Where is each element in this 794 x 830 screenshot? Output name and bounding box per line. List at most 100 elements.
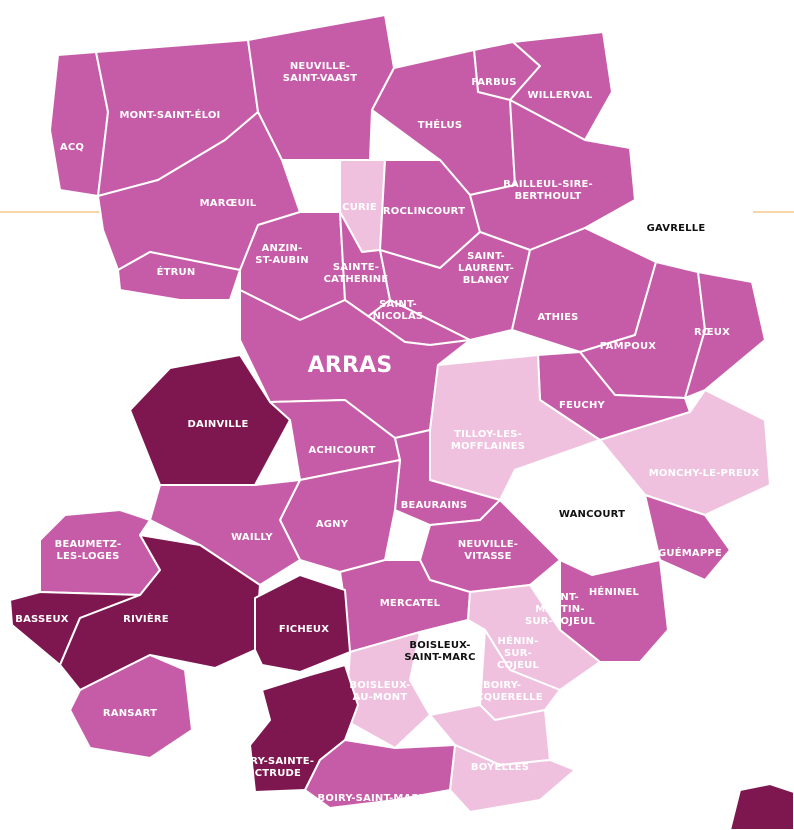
commune-label-line: DAINVILLE <box>188 419 249 430</box>
commune-label-line: SUR-COJEUL <box>525 616 595 627</box>
commune-label-line: THÉLUS <box>418 118 463 131</box>
commune-regions <box>9 14 771 813</box>
commune-ficheux[interactable] <box>254 574 351 673</box>
commune-aco[interactable] <box>49 51 109 197</box>
commune-label-line: HÉNINEL <box>589 585 640 598</box>
commune-label-line: FARBUS <box>471 77 516 88</box>
commune-label-line: COJEUL <box>497 660 540 671</box>
commune-label-beaurains: BEAURAINS <box>401 500 468 511</box>
commune-label-line: NICOLAS <box>373 311 424 322</box>
commune-label-line: MARŒUIL <box>200 198 257 209</box>
commune-guemappe[interactable] <box>644 494 731 581</box>
commune-label-anzin-st-aubin: ANZIN-ST-AUBIN <box>255 243 309 266</box>
commune-label-line: NEUVILLE- <box>458 539 518 550</box>
commune-label-tilloy-les-mofflaines: TILLOY-LES-MOFFLAINES <box>451 429 525 452</box>
commune-label-line: BOIRY-SAINT-MARTIN <box>318 793 439 804</box>
commune-label-line: HÉNIN- <box>497 634 538 647</box>
commune-label-line: SAINT- <box>541 592 579 603</box>
commune-label-line: SAINTE- <box>333 262 379 273</box>
commune-label-line: SAINT- <box>467 251 505 262</box>
commune-label-wailly: WAILLY <box>231 532 273 543</box>
commune-label-roclincourt: ROCLINCOURT <box>383 206 465 217</box>
commune-label-line: ACQ <box>60 142 84 153</box>
commune-label-willerval: WILLERVAL <box>528 90 593 101</box>
commune-label-line: ACHICOURT <box>308 445 375 456</box>
commune-label-bailleul-sire-berthoult: BAILLEUL-SIRE-BERTHOULT <box>503 179 593 202</box>
commune-label-line: ÉTRUN <box>157 265 196 278</box>
commune-label-line: BOYELLES <box>471 762 529 773</box>
commune-label-thelus: THÉLUS <box>418 118 463 131</box>
commune-label-line: GAVRELLE <box>647 223 706 234</box>
commune-boiry-saint-martin[interactable] <box>304 739 456 809</box>
commune-label-line: AU-MONT <box>353 692 408 703</box>
commune-label-line: ATHIES <box>537 312 578 323</box>
commune-label-line: FAMPOUX <box>600 341 657 352</box>
commune-label-dainville: DAINVILLE <box>188 419 249 430</box>
commune-label-heninel: HÉNINEL <box>589 585 640 598</box>
commune-label-line: VITASSE <box>464 551 511 562</box>
commune-label-line: ARRAS <box>308 353 393 378</box>
commune-label-fampoux: FAMPOUX <box>600 341 657 352</box>
commune-label-line: LES-LOGES <box>56 551 119 562</box>
commune-label-line: SAINT-MARC <box>404 652 475 663</box>
commune-label-beaumetz-les-loges: BEAUMETZ-LES-LOGES <box>55 539 122 562</box>
commune-label-guemappe: GUÉMAPPE <box>658 546 722 559</box>
commune-label-athies: ATHIES <box>537 312 578 323</box>
commune-label-line: AGNY <box>316 519 349 530</box>
commune-label-farbus: FARBUS <box>471 77 516 88</box>
commune-label-line: ST-AUBIN <box>255 255 309 266</box>
commune-label-line: ROCLINCOURT <box>383 206 465 217</box>
commune-etrun[interactable] <box>117 251 241 301</box>
commune-label-boiry-saint-martin: BOIRY-SAINT-MARTIN <box>318 793 439 804</box>
corner-fragment <box>728 782 794 830</box>
commune-label-line: RICTRUDE <box>243 768 301 779</box>
commune-label-line: FICHEUX <box>279 624 329 635</box>
commune-label-line: RIVIÈRE <box>123 612 169 625</box>
commune-label-boiry-becquerelle: BOIRY-BECQUERELLE <box>461 680 543 703</box>
commune-label-wancourt: WANCOURT <box>559 509 625 520</box>
commune-label-line: MARTIN- <box>535 604 584 615</box>
commune-label-line: BEAUMETZ- <box>55 539 122 550</box>
commune-label-henin-sur-cojeul: HÉNIN-SUR-COJEUL <box>497 634 540 671</box>
commune-label-mont-saint-eloi: MONT-SAINT-ÉLOI <box>120 108 221 121</box>
commune-label-line: BAILLEUL-SIRE- <box>503 179 593 190</box>
commune-label-line: LAURENT- <box>458 263 514 274</box>
commune-wailly[interactable] <box>149 479 301 586</box>
commune-label-saint-laurent-blangy: SAINT-LAURENT-BLANGY <box>458 251 514 286</box>
commune-label-feuchy: FEUCHY <box>559 400 605 411</box>
commune-label-line: RŒUX <box>694 327 730 338</box>
commune-label-line: BOISLEUX- <box>409 640 470 651</box>
commune-label-line: SAINT-VAAST <box>283 73 358 84</box>
commune-label-achicourt: ACHICOURT <box>308 445 375 456</box>
commune-label-line: BERTHOULT <box>515 191 582 202</box>
commune-label-line: BOISLEUX- <box>349 680 410 691</box>
commune-label-boisleux-saint-marc: BOISLEUX-SAINT-MARC <box>404 640 475 663</box>
commune-label-line: SUR- <box>504 648 532 659</box>
commune-label-line: MONT-SAINT-ÉLOI <box>120 108 221 121</box>
commune-label-ficheux: FICHEUX <box>279 624 329 635</box>
commune-label-marceuil: MARŒUIL <box>200 198 257 209</box>
commune-label-arras: ARRAS <box>308 353 393 378</box>
commune-label-agny: AGNY <box>316 519 349 530</box>
commune-label-line: MOFFLAINES <box>451 441 525 452</box>
commune-label-line: CATHERINE <box>324 274 389 285</box>
commune-label-ransart: RANSART <box>103 708 157 719</box>
commune-label-etrun: ÉTRUN <box>157 265 196 278</box>
commune-boyelles[interactable] <box>449 744 576 813</box>
commune-label-line: WANCOURT <box>559 509 625 520</box>
commune-label-boiry-sainte-rictrude: BOIRY-SAINTE-RICTRUDE <box>230 756 314 779</box>
commune-label-riviere: RIVIÈRE <box>123 612 169 625</box>
commune-label-line: BLANGY <box>463 275 510 286</box>
commune-label-line: FEUCHY <box>559 400 605 411</box>
commune-label-line: MERCATEL <box>380 598 441 609</box>
commune-label-line: BOIRY- <box>483 680 521 691</box>
commune-label-roeux: RŒUX <box>694 327 730 338</box>
commune-label-saint-nicolas: SAINT-NICOLAS <box>373 299 424 322</box>
commune-label-line: BOIRY-SAINTE- <box>230 756 314 767</box>
commune-labels: ACQ MONT-SAINT-ÉLOI NEUVILLE- SAINT-VAAST FA… <box>15 61 759 804</box>
commune-ransart[interactable] <box>69 654 193 759</box>
commune-label-saint-martin-sur-cojeul: SAINT-MARTIN-SUR-COJEUL <box>525 592 595 627</box>
commune-label-line: BASSEUX <box>15 614 68 625</box>
commune-label-line: ÉCURIE <box>335 200 377 213</box>
